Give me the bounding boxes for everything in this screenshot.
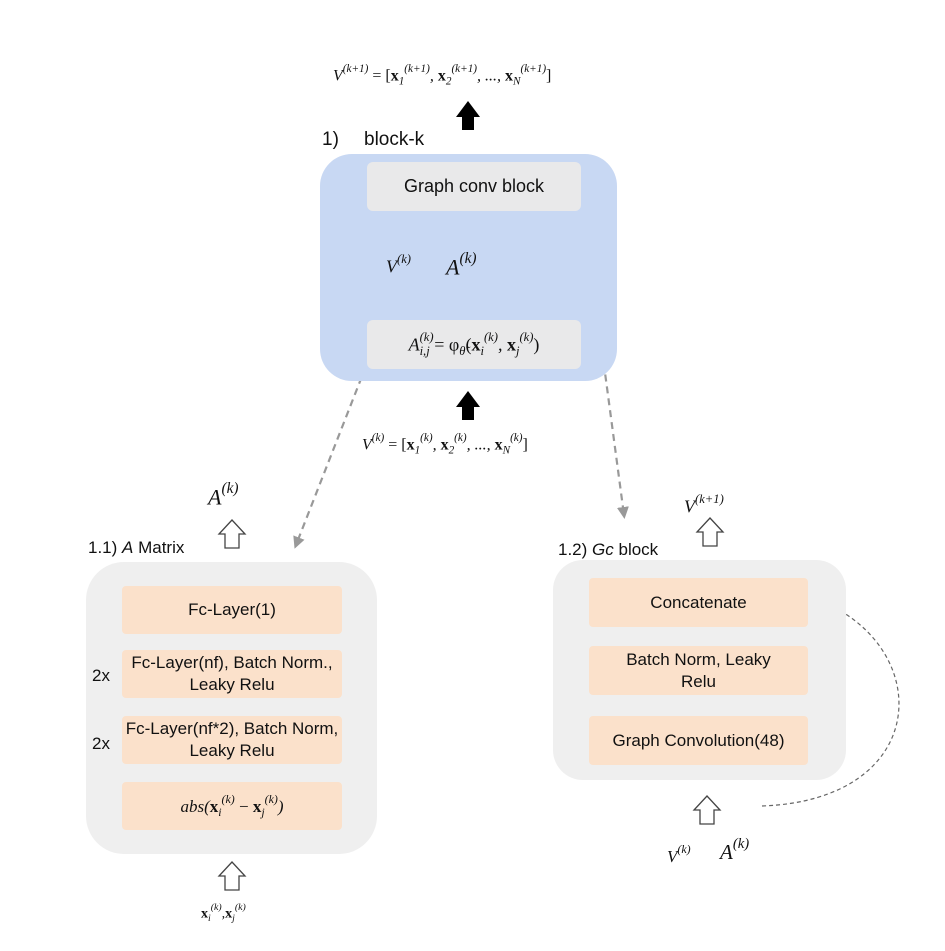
input-arrow-icon (456, 391, 480, 420)
repeat-label-2: 2x (92, 734, 110, 753)
output-arrow-icon (456, 101, 480, 130)
input-formula: V(k) = [x1(k), x2(k), ..., xN(k)] (362, 432, 528, 457)
fc-layer-nf2: Fc-Layer(nf*2), Batch Norm, Leaky Relu (122, 716, 342, 764)
fc-layer-nf: Fc-Layer(nf), Batch Norm., Leaky Relu (122, 650, 342, 698)
a-k-label: A(k) (446, 250, 477, 280)
gc-output-label: V(k+1) (684, 492, 724, 517)
graph-convolution-layer: Graph Convolution(48) (589, 716, 808, 765)
a-matrix-title: 1.1) A Matrix (88, 538, 185, 557)
adjacency-formula: A(k)i,j = φθ̃(xi(k), xj(k)) (408, 330, 540, 358)
block-title: block-k (364, 129, 425, 150)
batch-norm-layer: Batch Norm, Leaky Relu (589, 646, 808, 695)
fc-layer-1: Fc-Layer(1) (122, 586, 342, 634)
graph-conv-block: Graph conv block (367, 162, 581, 211)
v-k-label: V(k) (386, 252, 411, 277)
graph-conv-label: Graph conv block (403, 176, 545, 196)
gc-output-hollow-arrow-icon (695, 517, 725, 547)
a-matrix-output-label: A(k) (208, 480, 239, 510)
gc-input-v-label: V(k) (667, 842, 691, 866)
concatenate-layer: Concatenate (589, 578, 808, 627)
gc-input-a-label: A(k) (720, 836, 750, 865)
adjacency-formula-box: A(k)i,j = φθ̃(xi(k), xj(k)) (367, 320, 581, 369)
abs-diff-layer: abs(xi(k) − xj(k)) (122, 782, 342, 830)
to-a-matrix-arrow (293, 365, 368, 549)
a-feedback-arrow (761, 600, 900, 807)
output-formula: V(k+1) = [x1(k+1), x2(k+1), ..., xN(k+1)… (333, 63, 552, 88)
a-output-hollow-arrow-icon (217, 519, 247, 549)
repeat-label-1: 2x (92, 666, 110, 685)
a-input-hollow-arrow-icon (217, 861, 247, 891)
gc-block-title: 1.2) Gc block (558, 540, 659, 559)
a-matrix-input-label: xi(k),xj(k) (201, 902, 246, 924)
block-number: 1) (322, 129, 339, 150)
gc-input-hollow-arrow-icon (692, 795, 722, 825)
